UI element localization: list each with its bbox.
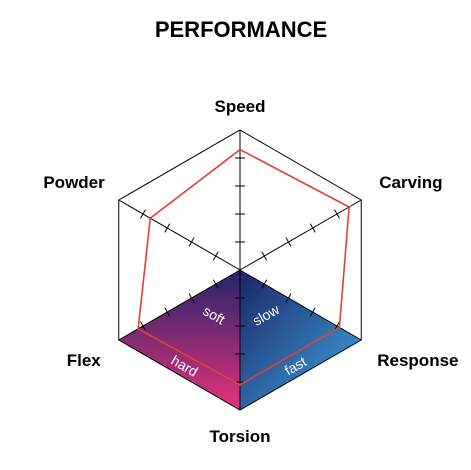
tick-flex-3 bbox=[164, 307, 171, 317]
tick-carving-4 bbox=[334, 209, 340, 219]
axis-label-response: Response bbox=[377, 351, 458, 370]
tick-flex-1 bbox=[212, 279, 219, 289]
wedge-torsion-response bbox=[240, 270, 362, 410]
tick-carving-3 bbox=[309, 223, 316, 233]
chart-title: PERFORMANCE bbox=[155, 17, 327, 42]
series-layer bbox=[136, 148, 351, 386]
series-point-response bbox=[338, 326, 341, 329]
series-point-speed bbox=[238, 148, 242, 151]
wedge-flex-torsion bbox=[118, 270, 240, 410]
axis-label-torsion: Torsion bbox=[209, 427, 270, 446]
axis-label-carving: Carving bbox=[379, 173, 442, 192]
tick-response-1 bbox=[261, 279, 268, 289]
tick-response-2 bbox=[285, 293, 292, 303]
axis-label-powder: Powder bbox=[43, 173, 105, 192]
series-point-powder bbox=[149, 217, 152, 220]
tick-powder-3 bbox=[164, 223, 171, 233]
axis-label-flex: Flex bbox=[67, 351, 102, 370]
series-point-torsion bbox=[238, 383, 242, 386]
tick-powder-4 bbox=[140, 209, 146, 219]
series-point-flex bbox=[136, 327, 140, 330]
spoke-powder bbox=[118, 199, 241, 271]
tick-response-3 bbox=[309, 307, 316, 317]
series-point-carving bbox=[347, 205, 351, 209]
spoke-carving bbox=[239, 199, 362, 271]
spoke-response bbox=[239, 269, 362, 341]
tick-carving-1 bbox=[261, 251, 268, 261]
tick-powder-1 bbox=[212, 251, 219, 261]
tick-flex-2 bbox=[188, 293, 195, 303]
tick-powder-2 bbox=[188, 237, 195, 247]
tick-flex-4 bbox=[140, 321, 146, 331]
axis-label-speed: Speed bbox=[214, 97, 265, 116]
grid-layer bbox=[118, 129, 362, 411]
tick-carving-2 bbox=[285, 237, 292, 247]
